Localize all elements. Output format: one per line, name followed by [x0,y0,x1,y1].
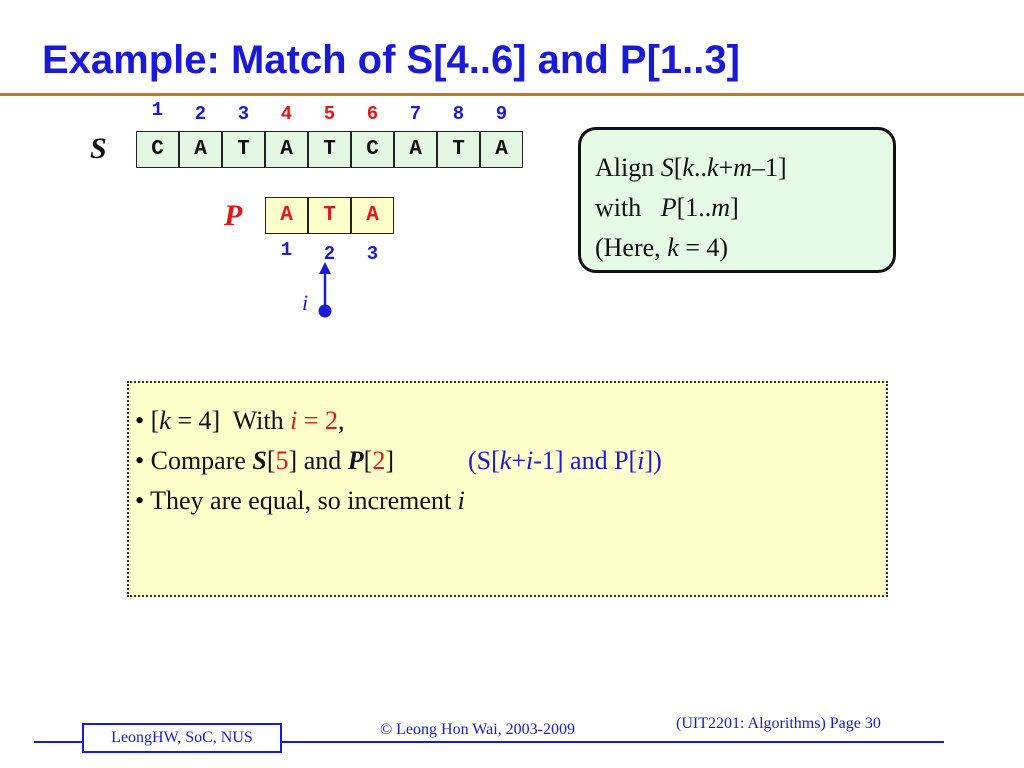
s-cell: T [308,131,351,168]
text: S [660,153,674,182]
footer-rule-left [34,741,82,743]
text: P [347,446,364,475]
text: i [457,486,465,515]
s-cell: T [437,131,480,168]
text: m [733,153,752,182]
text: i [637,446,645,475]
text: Align [595,153,661,182]
p-cell: T [308,197,351,234]
text: m [711,193,731,222]
text: .. [693,153,707,182]
s-cell: A [179,131,222,168]
bullet-2-note: (S[k+i-1] and P[i]) [468,446,662,475]
align-line-3: (Here, k = 4) [595,228,893,268]
text: = 2 [297,406,339,435]
footer-course-page: (UIT2201: Algorithms) Page 30 [676,715,881,732]
slide-title: Example: Match of S[4..6] and P[1..3] [42,38,740,82]
text: -1] and P[ [533,446,638,475]
s-cell: A [480,131,523,168]
text: (S[ [467,446,500,475]
text: 2 [372,446,386,475]
pointer-arrow-icon [318,262,332,318]
s-index-highlight: 4 [280,103,293,125]
text: + [718,153,734,182]
text: [1.. [676,193,712,222]
bullet-1: • [k = 4] With i = 2, [135,401,886,441]
s-cell: C [136,131,179,168]
bullet-3: • They are equal, so increment i [135,481,886,521]
text: k [682,153,694,182]
s-index: 7 [409,103,422,125]
footer-author-box: LeongHW, SoC, NUS [82,723,282,753]
text: ]) [644,446,662,475]
text: [ [363,446,373,475]
p-cell: A [351,197,394,234]
s-index: 2 [194,103,207,125]
s-index: 8 [452,103,465,125]
text: S [252,446,267,475]
align-callout: Align S[k..k+m–1] with P[1..m] (Here, k … [578,127,896,273]
text: with [595,193,661,222]
text: k [159,406,171,435]
s-cell: A [265,131,308,168]
text: 5 [275,446,289,475]
s-index: 3 [237,103,250,125]
bullet-2: • Compare S[5] and P[2](S[k+i-1] and P[i… [135,441,886,481]
text: • They are equal, so increment [135,486,458,515]
text: , [338,406,345,435]
pointer-label: i [302,290,309,315]
text: ] and [288,446,348,475]
text: i [525,446,534,475]
text: i [290,406,298,435]
s-cell: T [222,131,265,168]
s-label: S [90,132,107,165]
p-index: 3 [366,243,379,265]
text: –1] [751,153,787,182]
text: = 4) [678,233,729,262]
title-divider [0,93,1024,96]
text: [ [266,446,276,475]
p-index: 2 [323,243,336,265]
text: [ [673,153,683,182]
text: k [499,446,512,475]
s-cell: A [394,131,437,168]
footer-rule-right [282,741,944,743]
s-index: 9 [495,103,508,125]
s-index: 1 [151,99,164,121]
bullet-box: • [k = 4] With i = 2, • Compare S[5] and… [127,381,888,597]
align-line-2: with P[1..m] [595,188,893,228]
s-index-highlight: 6 [366,103,379,125]
text: = 4] With [170,406,291,435]
align-line-1: Align S[k..k+m–1] [595,148,893,188]
p-cell: A [265,197,308,234]
text: • Compare [135,446,253,475]
p-label: P [224,199,243,232]
s-cell: C [351,131,394,168]
p-index: 1 [280,239,293,261]
text: + [511,446,526,475]
text: • [ [135,406,160,435]
footer-copyright: © Leong Hon Wai, 2003-2009 [380,721,575,738]
s-index-highlight: 5 [323,103,336,125]
text: ] [385,446,394,475]
text: k [667,233,679,262]
text: k [706,153,719,182]
text: P [660,193,677,222]
text: (Here, [595,233,668,262]
text: ] [730,193,739,222]
